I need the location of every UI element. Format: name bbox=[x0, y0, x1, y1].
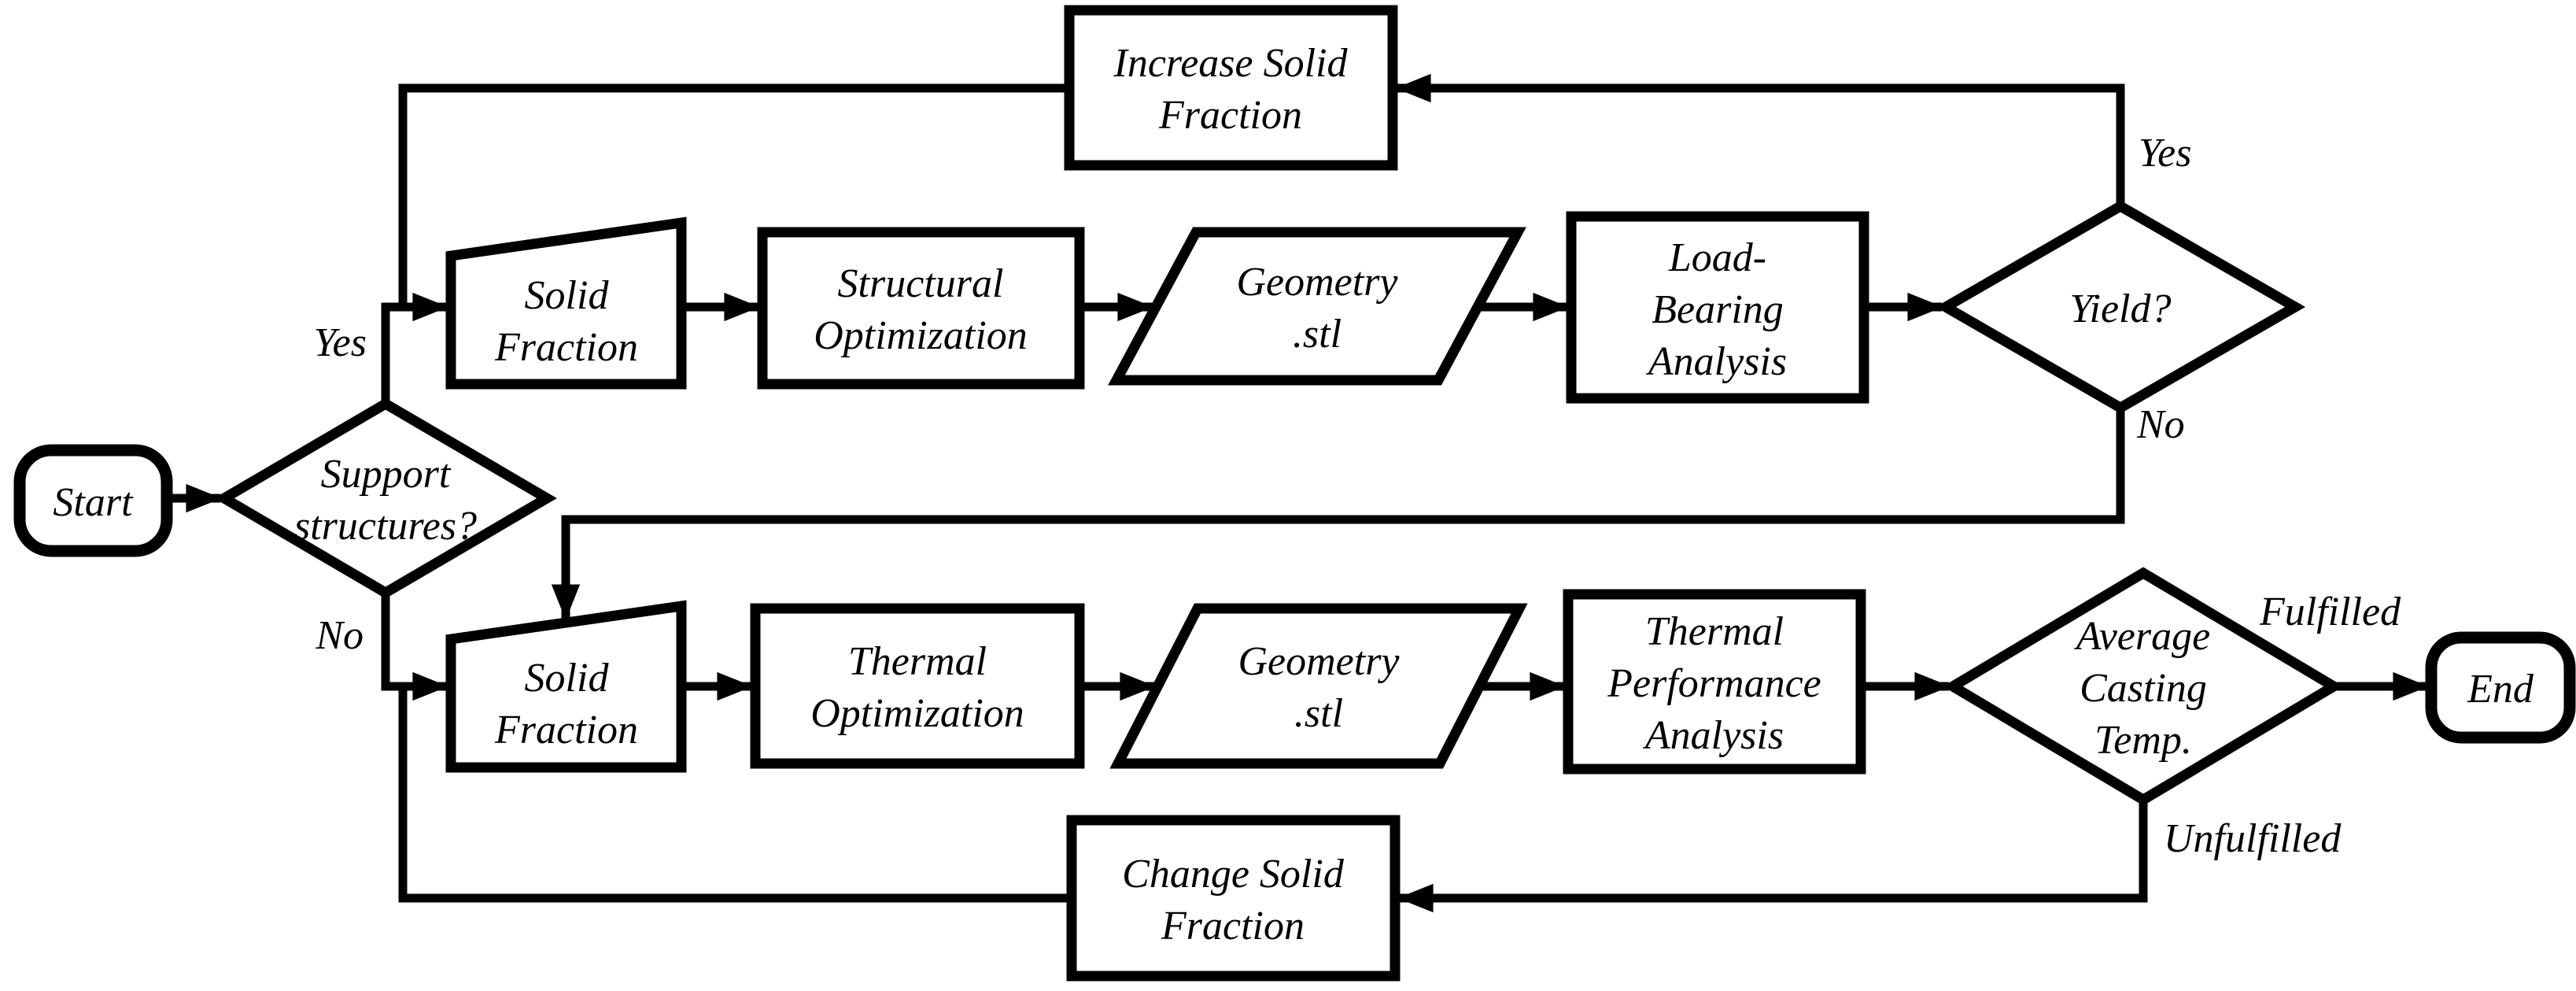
node-solid-fraction-top-shape bbox=[445, 216, 687, 390]
edge-support-no bbox=[381, 593, 448, 701]
node-solid-fraction-bottom-line1: Solid bbox=[525, 656, 610, 701]
label-avg-unfulfilled: Unfulfilled bbox=[2164, 816, 2342, 861]
node-geometry-stl-bottom-shape bbox=[1109, 603, 1528, 769]
node-increase-solid-fraction-line2: Fraction bbox=[1158, 93, 1302, 138]
edge-change-to-solid-fraction-bottom bbox=[398, 682, 1072, 903]
label-yield-yes: Yes bbox=[2139, 131, 2191, 176]
node-average-casting-temp-line1: Average bbox=[2074, 614, 2210, 659]
node-support-structures-line1: Support bbox=[321, 452, 452, 497]
node-geometry-stl-bottom-line2: .stl bbox=[1294, 691, 1343, 736]
node-structural-optimization-line1: Structural bbox=[838, 261, 1004, 306]
node-change-solid-fraction-shape bbox=[1066, 815, 1401, 982]
node-start-shape bbox=[13, 444, 173, 557]
node-geometry-stl-top-line1: Geometry bbox=[1236, 260, 1398, 305]
node-increase-solid-fraction-shape bbox=[1064, 5, 1398, 171]
node-thermal-performance-line2: Performance bbox=[1607, 661, 1821, 706]
node-solid-fraction-bottom-shape bbox=[445, 600, 687, 773]
edge-yield-no bbox=[551, 408, 2125, 620]
node-increase-solid-fraction-line1: Increase Solid bbox=[1113, 41, 1349, 86]
node-structural-optimization-line2: Optimization bbox=[814, 313, 1028, 358]
node-geometry-stl-top-shape bbox=[1108, 227, 1526, 386]
node-average-casting-temp-shape bbox=[1943, 567, 2344, 806]
node-solid-fraction-top-line2: Fraction bbox=[494, 325, 638, 370]
label-support-yes: Yes bbox=[314, 320, 367, 365]
node-thermal-optimization-line1: Thermal bbox=[848, 639, 987, 684]
edge-support-yes bbox=[381, 292, 448, 404]
node-load-bearing-analysis-line2: Bearing bbox=[1652, 287, 1784, 332]
node-average-casting-temp-line2: Casting bbox=[2080, 666, 2207, 711]
edge-avg-unfulfilled bbox=[1397, 800, 2148, 913]
node-thermal-performance-shape bbox=[1563, 589, 1866, 775]
node-thermal-performance-line1: Thermal bbox=[1645, 609, 1784, 654]
node-solid-fraction-top-line1: Solid bbox=[525, 273, 610, 318]
node-thermal-optimization-line2: Optimization bbox=[810, 691, 1024, 736]
node-thermal-optimization-shape bbox=[750, 603, 1085, 769]
node-average-casting-temp-line3: Temp. bbox=[2094, 718, 2192, 763]
node-support-structures-line2: structures? bbox=[294, 504, 477, 549]
node-structural-optimization-shape bbox=[757, 227, 1085, 390]
node-end-label: End bbox=[2467, 667, 2534, 712]
node-start-label: Start bbox=[53, 480, 134, 525]
node-solid-fraction-bottom-line2: Fraction bbox=[494, 708, 638, 752]
node-load-bearing-analysis-shape bbox=[1566, 211, 1869, 404]
edge-yield-yes bbox=[1395, 73, 2125, 206]
node-load-bearing-analysis-line1: Load- bbox=[1668, 235, 1766, 280]
node-yield-shape bbox=[1935, 200, 2306, 414]
label-avg-fulfilled: Fulfilled bbox=[2259, 590, 2401, 634]
node-end-shape bbox=[2425, 631, 2576, 744]
label-yield-no: No bbox=[2136, 402, 2185, 447]
node-geometry-stl-bottom-line1: Geometry bbox=[1238, 639, 1400, 684]
node-support-structures-shape bbox=[214, 398, 557, 599]
node-geometry-stl-top-line2: .stl bbox=[1293, 312, 1342, 357]
node-thermal-performance-line3: Analysis bbox=[1643, 713, 1784, 758]
node-load-bearing-analysis-line3: Analysis bbox=[1646, 339, 1787, 384]
node-change-solid-fraction-line1: Change Solid bbox=[1122, 852, 1345, 897]
label-support-no: No bbox=[315, 613, 364, 658]
node-change-solid-fraction-line2: Fraction bbox=[1161, 904, 1305, 948]
node-yield-label: Yield? bbox=[2069, 287, 2171, 331]
